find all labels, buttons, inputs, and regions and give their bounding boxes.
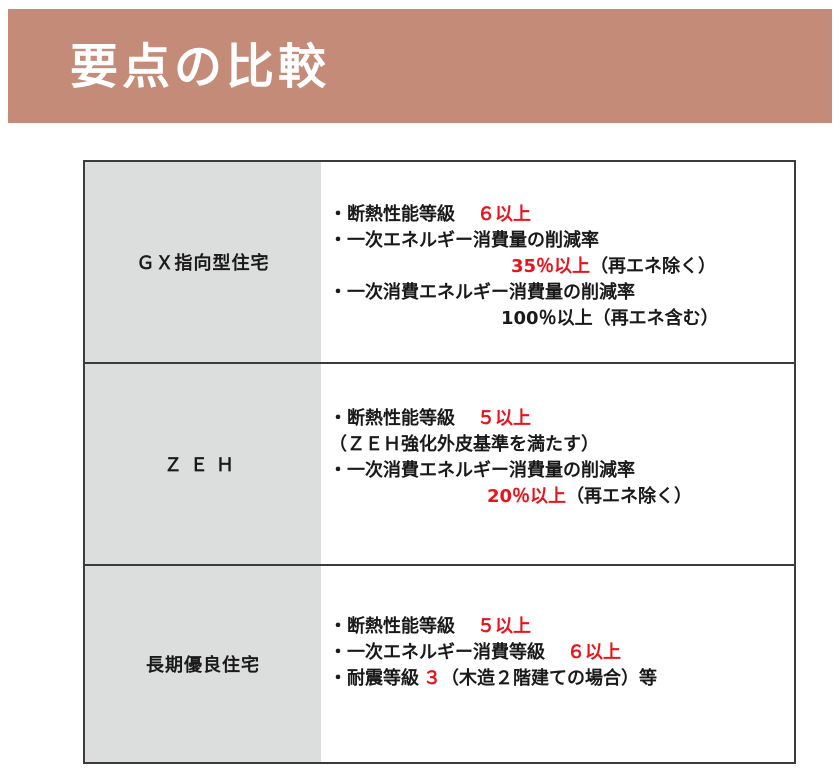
row-divider: [85, 564, 794, 566]
list-item: ・一次消費エネルギー消費量の削減率: [329, 282, 635, 303]
list-item: 35％以上（再エネ除く）: [511, 256, 717, 277]
row-divider: [85, 362, 794, 364]
row-label-gx: ＧＸ指向型住宅: [136, 253, 270, 274]
page-title: 要点の比較: [70, 39, 331, 95]
list-item: 20％以上（再エネ除く）: [487, 486, 693, 507]
title-banner: 要点の比較: [8, 9, 832, 123]
row-label-cell: 長期優良住宅: [85, 566, 321, 762]
row-label-cell: ＧＸ指向型住宅: [85, 162, 321, 362]
row-label-cell: ＺＥＨ: [85, 364, 321, 564]
row-label-long-term: 長期優良住宅: [146, 655, 260, 676]
list-item: （ＺＥＨ強化外皮基準を満たす）: [329, 434, 599, 455]
list-item: ・一次エネルギー消費量の削減率: [329, 230, 599, 251]
list-item: 100％以上（再エネ含む）: [501, 308, 719, 329]
row-label-zeh: ＺＥＨ: [164, 455, 242, 476]
list-item: ・一次消費エネルギー消費量の削減率: [329, 460, 635, 481]
